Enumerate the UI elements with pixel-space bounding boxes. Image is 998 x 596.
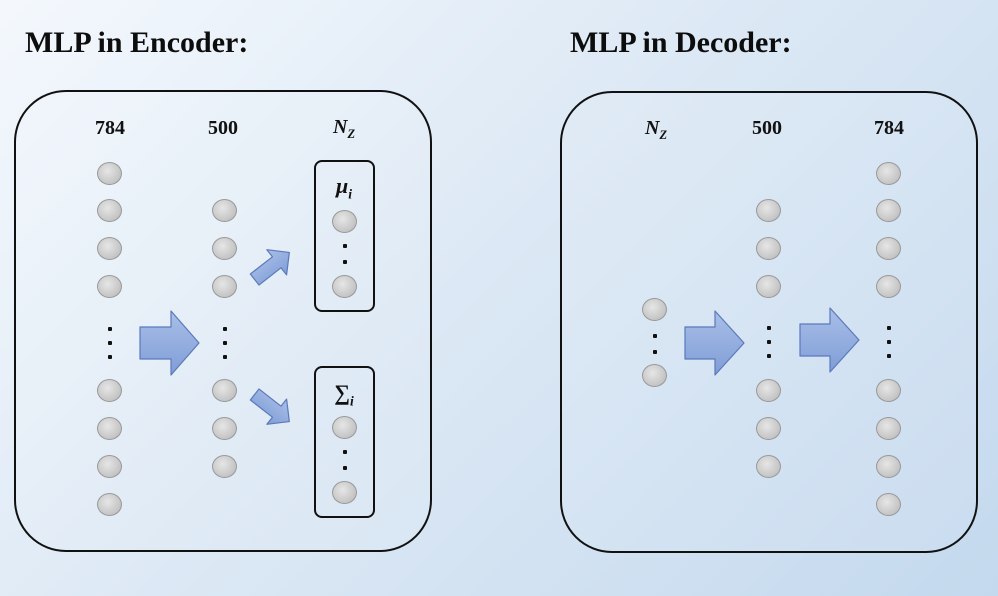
decoder-output-node [876,199,901,222]
decoder-hidden-to-output-arrow [799,307,860,373]
decoder-latent-node [642,364,667,387]
decoder-latent-layer-label: NZ [645,117,667,143]
encoder-input-to-hidden-arrow [139,310,200,376]
encoder-input-ellipsis [108,327,112,359]
encoder-latent-subscript: Z [347,127,356,141]
mu-ellipsis [343,244,347,264]
sigma-node [332,481,357,504]
decoder-hidden-layer-label: 500 [752,117,782,139]
encoder-hidden-node [212,275,237,298]
mu-node [332,275,357,298]
encoder-hidden-to-mu-arrow [249,249,290,286]
sigma-subscript: i [349,393,354,409]
decoder-output-node [876,417,901,440]
decoder-output-node [876,493,901,516]
decoder-output-node [876,275,901,298]
encoder-input-node [97,493,122,516]
encoder-hidden-to-sigma-arrow [249,388,290,425]
decoder-output-layer-label: 784 [874,117,904,139]
encoder-input-node [97,162,122,185]
decoder-latent-ellipsis [653,334,657,354]
decoder-latent-node [642,298,667,321]
mu-node [332,210,357,233]
decoder-latent-subscript: Z [659,128,668,142]
decoder-hidden-node [756,417,781,440]
encoder-input-node [97,379,122,402]
sigma-label: ∑i [334,380,353,409]
encoder-title: MLP in Encoder: [25,26,249,59]
mu-group-box [314,160,375,312]
decoder-output-node [876,237,901,260]
sigma-symbol: ∑ [334,380,350,405]
encoder-input-node [97,237,122,260]
decoder-output-ellipsis [887,326,891,358]
encoder-hidden-node [212,417,237,440]
decoder-output-node [876,455,901,478]
decoder-title: MLP in Decoder: [570,26,792,59]
encoder-hidden-node [212,237,237,260]
encoder-input-node [97,417,122,440]
sigma-ellipsis [343,450,347,470]
decoder-output-node [876,162,901,185]
mu-label: μi [336,173,352,202]
decoder-hidden-node [756,199,781,222]
sigma-group-box [314,366,375,518]
encoder-hidden-node [212,379,237,402]
decoder-hidden-ellipsis [767,326,771,358]
mu-subscript: i [348,186,353,202]
encoder-latent-symbol: N [332,116,348,138]
encoder-input-node [97,199,122,222]
decoder-hidden-node [756,237,781,260]
decoder-latent-symbol: N [644,117,660,139]
decoder-hidden-node [756,379,781,402]
encoder-input-node [97,275,122,298]
encoder-hidden-node [212,199,237,222]
sigma-node [332,416,357,439]
decoder-hidden-node [756,275,781,298]
encoder-hidden-layer-label: 500 [208,117,238,139]
decoder-output-node [876,379,901,402]
encoder-input-node [97,455,122,478]
decoder-latent-to-hidden-arrow [684,310,745,376]
mu-symbol: μ [335,173,349,198]
decoder-hidden-node [756,455,781,478]
encoder-latent-layer-label: NZ [333,116,355,142]
encoder-input-layer-label: 784 [95,117,125,139]
encoder-hidden-node [212,455,237,478]
encoder-hidden-ellipsis [223,327,227,359]
